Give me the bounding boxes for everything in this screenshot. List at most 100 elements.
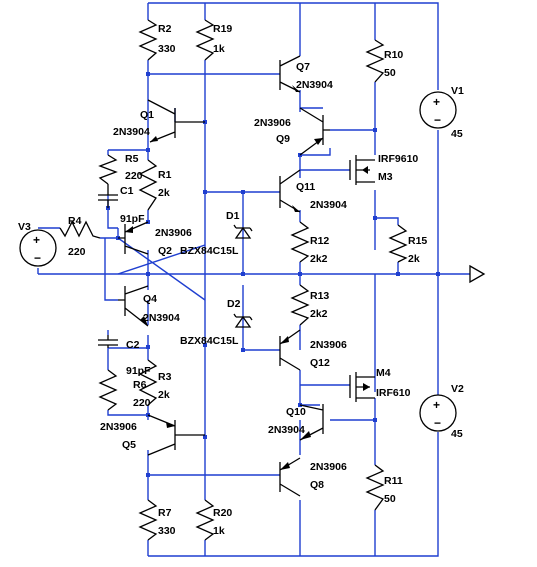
resistor-r6 (98, 369, 118, 411)
transistor-q5 (147, 414, 205, 456)
voltage-sources: + − + − + − (19, 91, 457, 432)
label-q10: Q10 (286, 406, 306, 418)
transistor-q4 (118, 285, 149, 327)
svg-text:−: − (34, 251, 41, 265)
zener-diodes (233, 224, 253, 328)
label-q7: Q7 (296, 61, 310, 73)
label-c1: C1 (120, 185, 134, 197)
label-m3: M3 (378, 171, 393, 183)
label-m4: M4 (376, 367, 391, 379)
label-q4: Q4 (143, 293, 157, 305)
label-r3: R3 (158, 371, 172, 383)
resistor-r11 (365, 464, 385, 511)
resistor-r5 (98, 154, 118, 185)
label-v1-value: 45 (451, 128, 463, 140)
resistor-symbols (59, 19, 408, 541)
label-r7-value: 330 (158, 525, 176, 537)
label-m3-type: IRF9610 (378, 153, 418, 165)
label-v2: V2 (451, 383, 464, 395)
zener-d1 (233, 224, 253, 239)
transistor-q12 (279, 329, 301, 371)
label-r11: R11 (384, 475, 403, 487)
mosfet-symbols (349, 155, 375, 402)
label-v1: V1 (451, 85, 464, 97)
label-v2-value: 45 (451, 428, 463, 440)
capacitor-symbols (98, 184, 118, 348)
resistor-r15 (388, 224, 408, 263)
svg-text:+: + (433, 398, 440, 412)
label-r15-value: 2k (408, 253, 420, 265)
capacitor-c1 (98, 184, 118, 208)
label-c1-value: 91pF (120, 213, 145, 225)
resistor-r19 (195, 19, 215, 61)
label-r2-value: 330 (158, 43, 176, 55)
label-d2-type: BZX84C15L (180, 335, 239, 347)
label-q11: Q11 (296, 181, 315, 193)
label-d1: D1 (226, 210, 240, 222)
label-q10-type: 2N3904 (268, 424, 305, 436)
label-r6: R6 (133, 379, 147, 391)
svg-text:+: + (433, 95, 440, 109)
label-r13-value: 2k2 (310, 308, 328, 320)
voltage-source-v3: + − (19, 229, 57, 267)
label-q5: Q5 (122, 439, 136, 451)
transistor-q1 (147, 99, 205, 143)
label-d2: D2 (227, 298, 241, 310)
label-r12-value: 2k2 (310, 253, 328, 265)
label-r19: R19 (213, 23, 232, 35)
label-r2: R2 (158, 23, 172, 35)
label-q8-type: 2N3906 (310, 461, 347, 473)
label-q12-type: 2N3906 (310, 339, 347, 351)
mosfet-m3 (349, 155, 375, 185)
label-r5-value: 220 (125, 170, 143, 182)
label-r20: R20 (213, 507, 232, 519)
label-r3-value: 2k (158, 389, 170, 401)
label-r20-value: 1k (213, 525, 225, 537)
resistor-r10 (365, 39, 385, 83)
svg-text:−: − (434, 416, 441, 430)
label-v3: V3 (18, 221, 31, 233)
transistor-q2 (118, 221, 149, 255)
label-r12: R12 (310, 235, 329, 247)
output-arrow (469, 264, 486, 284)
label-q9-type: 2N3906 (254, 117, 291, 129)
label-r19-value: 1k (213, 43, 225, 55)
label-m4-type: IRF610 (376, 387, 411, 399)
label-r4: R4 (68, 215, 82, 227)
label-q2: Q2 (158, 245, 172, 257)
label-r10-value: 50 (384, 67, 396, 79)
label-q4-type: 2N3904 (143, 312, 180, 324)
label-q1-type: 2N3904 (113, 126, 150, 138)
label-c2-value: 91pF (126, 365, 151, 377)
resistor-r20 (195, 499, 215, 541)
zener-d2 (233, 313, 253, 328)
label-q5-type: 2N3906 (100, 421, 137, 433)
label-q7-type: 2N3904 (296, 79, 333, 91)
label-r4-value: 220 (68, 246, 86, 258)
label-r7: R7 (158, 507, 172, 519)
resistor-r12 (290, 221, 310, 263)
capacitor-c2 (98, 335, 118, 348)
label-d1-type: BZX84C15L (180, 245, 239, 257)
resistor-r3 (138, 359, 158, 406)
component-labels: R2 330 R19 1k Q7 2N3904 R10 50 V1 45 Q1 … (18, 23, 464, 537)
transistor-q11 (279, 169, 301, 213)
label-r6-value: 220 (133, 397, 151, 409)
label-r1-value: 2k (158, 187, 170, 199)
voltage-source-v1: + − (419, 91, 457, 129)
label-r13: R13 (310, 290, 329, 302)
label-r15: R15 (408, 235, 427, 247)
transistor-q8 (279, 457, 301, 497)
label-q9: Q9 (276, 133, 290, 145)
label-c2: C2 (126, 339, 140, 351)
resistor-r4 (59, 220, 101, 239)
bjt-symbols (118, 55, 330, 497)
label-r11-value: 50 (384, 493, 396, 505)
transistor-q10 (299, 404, 324, 441)
label-q2-type: 2N3906 (155, 227, 192, 239)
resistor-r13 (290, 284, 310, 326)
label-q12: Q12 (310, 357, 330, 369)
label-r10: R10 (384, 49, 403, 61)
